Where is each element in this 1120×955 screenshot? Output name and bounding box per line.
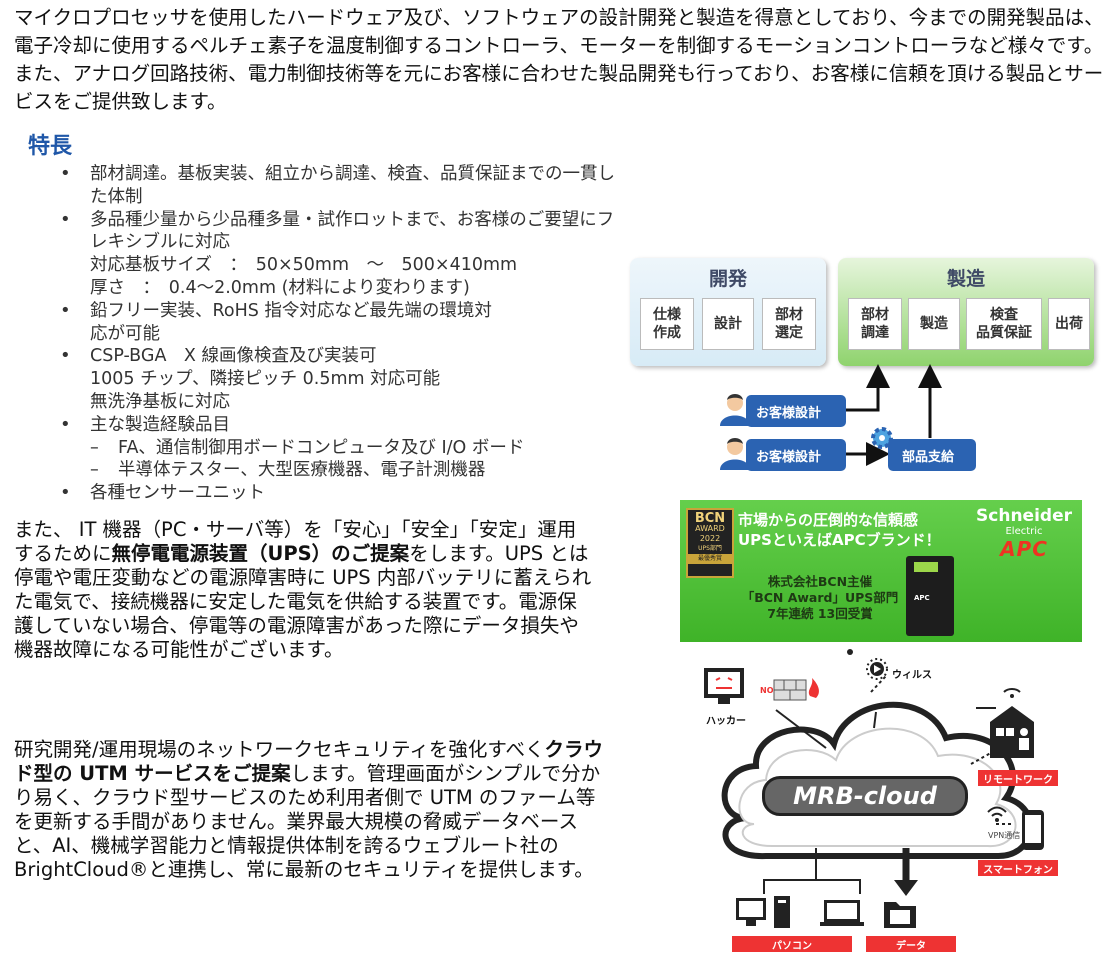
vpn-label: VPN通信 (988, 831, 1021, 840)
ups-device-label: APC (914, 594, 930, 602)
list-item: 応が可能 (90, 323, 160, 344)
award-line-3: 7年連続 13回受賞 (767, 606, 873, 621)
virus-icon (866, 658, 888, 680)
intro-paragraph: マイクロプロセッサを使用したハードウェア及び、ソフトウェアの設計開発と製造を得意… (14, 6, 1104, 113)
list-item: 無洗浄基板に対応 (90, 391, 230, 412)
list-item: 部材調達。基板実装、組立から調達、検査、品質保証までの一貫した体制 (60, 163, 620, 209)
schneider-logo: Schneider Electric APC (970, 506, 1078, 561)
apc-ups-banner: BCN AWARD 2022 UPS部門 最優秀賞 市場からの圧倒的な信頼感 U… (680, 500, 1082, 642)
cloud-utm-diagram: MRB-cloud ウィルス ハッカー NO リモートワーク VPN通信 スマー… (676, 648, 1076, 954)
smartphone-label: スマートフォン (978, 860, 1058, 876)
manufacturing-box: 製造 部材 調達 製造 検査 品質保証 出荷 (838, 258, 1094, 366)
mfg-cell-inspect: 検査 品質保証 (966, 298, 1042, 350)
features-list: 部材調達。基板実装、組立から調達、検査、品質保証までの一貫した体制 多品種少量か… (60, 163, 620, 505)
remote-work-house-icon (990, 688, 1034, 758)
bcn-badge-category: UPS部門 (698, 545, 722, 552)
bcn-award-badge: BCN AWARD 2022 UPS部門 最優秀賞 (686, 508, 734, 578)
customer-design-label-1: お客様設計 (746, 395, 846, 427)
apc-logo: APC (1000, 537, 1048, 561)
utm-paragraph: 研究開発/運用現場のネットワークセキュリティを強化すべくクラウド型の UTM サ… (14, 738, 612, 882)
ups-device-display (914, 562, 938, 572)
bcn-badge-award: AWARD (695, 524, 725, 533)
list-item: 主な製造経験品目 (60, 414, 620, 437)
manufacturing-title: 製造 (946, 268, 985, 290)
ups-text-post: をします。UPS とは停電や電圧変動などの電源障害時に UPS 内部バッテリに蓄… (14, 542, 592, 661)
utm-text-bold: クラウド型の UTM サービスをご提案 (14, 738, 604, 785)
list-item: 1005 チップ、隣接ピッチ 0.5mm 対応可能 (90, 369, 441, 390)
list-item: 対応基板サイズ ： 50×50mm ～ 500×410mm (90, 255, 518, 276)
bcn-badge-title: BCN (694, 511, 726, 526)
list-item: 各種センサーユニット (60, 482, 620, 505)
features-heading: 特長 (28, 134, 73, 159)
utm-text-pre: 研究開発/運用現場のネットワークセキュリティを強化すべく (14, 738, 545, 761)
customer-design-label-2: お客様設計 (746, 439, 846, 471)
award-line-1: 株式会社BCN主催 (767, 574, 873, 589)
ups-text-bold: 無停電電源装置（UPS）のご提案 (111, 542, 410, 565)
flow-arrows (834, 364, 942, 466)
apc-headline: 市場からの圧倒的な信頼感 UPSといえばAPCブランド！ (738, 510, 948, 550)
bcn-badge-year: 2022 (699, 534, 721, 543)
pc-label: パソコン (732, 936, 852, 952)
customer-person-icon (720, 438, 750, 470)
firewall-icon (773, 678, 819, 701)
remote-work-label: リモートワーク (978, 770, 1058, 786)
list-item: 半導体テスター、大型医療機器、電子計測機器 (60, 459, 620, 482)
apc-headline-2: UPSといえばAPCブランド！ (738, 531, 941, 549)
virus-label: ウィルス (892, 670, 932, 681)
hacker-computer-icon (704, 668, 744, 704)
smartphone-icon (1022, 810, 1044, 850)
development-title: 開発 (708, 268, 747, 290)
dev-cell-parts: 部材 選定 (762, 298, 816, 350)
parts-supply-label: 部品支給 (888, 439, 976, 471)
ups-text-pre: また、 IT 機器（PC・サーバ等）を「安心」「安全」「安定」運用するために (14, 518, 577, 565)
no-label: NO (760, 686, 774, 695)
dev-cell-design: 設計 (702, 298, 754, 350)
list-item: 多品種少量から少品種多量・試作ロットまで、お客様のご要望にフレキシブルに対応 (60, 209, 620, 255)
gear-icon (871, 427, 893, 449)
bcn-badge-rank: 最優秀賞 (688, 554, 732, 564)
list-item: CSP-BGA X 線画像検査及び実装可 (60, 345, 620, 368)
data-label: データ (866, 936, 956, 952)
award-line-2: 「BCN Award」UPS部門 (741, 590, 899, 605)
list-item: 厚さ ： 0.4～2.0mm (材料により変わります) (90, 277, 470, 298)
mfg-cell-manufacture: 製造 (908, 298, 960, 350)
schneider-name: Schneider (976, 506, 1072, 526)
folder-icon (884, 902, 916, 928)
mfg-cell-procure: 部材 調達 (848, 298, 902, 350)
mfg-cell-ship: 出荷 (1048, 298, 1090, 350)
schneider-electric: Electric (1005, 526, 1043, 537)
process-flow-diagram: 開発 仕様 作成 設計 部材 選定 製造 部材 調達 製造 検査 品質保証 出荷… (630, 258, 1100, 480)
customer-person-icon (720, 394, 750, 426)
utm-text-post: します。管理画面がシンプルで分かり易く、クラウド型サービスのため利用者側で UT… (14, 762, 601, 881)
list-item: 鉛フリー実装、RoHS 指令対応など最先端の環境対 (60, 300, 620, 323)
hacker-label: ハッカー (706, 716, 746, 727)
ups-device-image: APC (906, 556, 954, 636)
list-item: FA、通信制御用ボードコンピュータ及び I/O ボード (60, 437, 620, 460)
pc-devices-icon (736, 896, 864, 928)
dev-cell-spec: 仕様 作成 (640, 298, 694, 350)
ups-paragraph: また、 IT 機器（PC・サーバ等）を「安心」「安全」「安定」運用するために無停… (14, 518, 592, 662)
award-description: 株式会社BCN主催 「BCN Award」UPS部門 7年連続 13回受賞 (740, 574, 900, 622)
development-box: 開発 仕様 作成 設計 部材 選定 (630, 258, 826, 366)
wifi-icon (987, 806, 1007, 822)
mrb-cloud-logo: MRB-cloud (762, 776, 968, 816)
apc-headline-1: 市場からの圧倒的な信頼感 (738, 511, 919, 529)
